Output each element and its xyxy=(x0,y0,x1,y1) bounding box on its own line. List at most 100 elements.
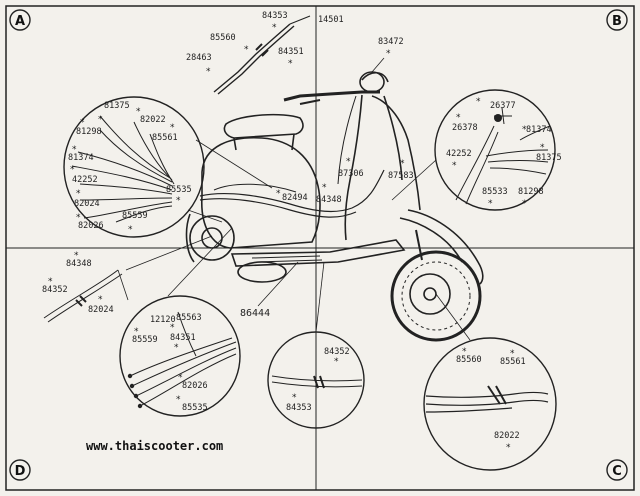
label-c-85560: 85560 xyxy=(456,355,482,365)
label-a-82026: 82026 xyxy=(78,221,104,231)
label-a-81374: 81374 xyxy=(68,153,94,163)
label-83472: 83472 xyxy=(378,37,404,47)
label-84351-top: 84351 xyxy=(278,47,304,57)
asterisk: * xyxy=(322,183,327,193)
label-dc-84351: 84351 xyxy=(170,333,196,343)
asterisk: * xyxy=(400,159,405,169)
asterisk: * xyxy=(346,157,351,167)
asterisk: * xyxy=(476,97,481,107)
detail-circle-c: 85560 * 85561 * 82022 * xyxy=(423,293,557,471)
svg-text:C: C xyxy=(612,464,622,479)
asterisk: * xyxy=(176,196,181,206)
label-87306: 87306 xyxy=(338,169,364,179)
svg-text:D: D xyxy=(15,464,26,479)
svg-text:B: B xyxy=(612,14,622,29)
label-b-81375: 81375 xyxy=(536,153,562,163)
asterisk: * xyxy=(288,59,293,69)
website-url: www.thaiscooter.com xyxy=(86,439,223,453)
detail-circle-a: 81375 * 82022 * 81298 * 85561 * 81374 * … xyxy=(63,96,273,238)
asterisk: * xyxy=(386,49,391,59)
label-a-85561: 85561 xyxy=(152,133,178,143)
detail-top-harness: 84353 * 85560 * 84351 * 28463 * xyxy=(186,11,311,95)
label-bc-84353: 84353 xyxy=(286,403,312,413)
label-b-26378: 26378 xyxy=(452,123,478,133)
asterisk: * xyxy=(170,123,175,133)
label-dc-85535: 85535 xyxy=(182,403,208,413)
asterisk: * xyxy=(452,161,457,171)
asterisk: * xyxy=(76,213,81,223)
asterisk: * xyxy=(334,357,339,367)
asterisk: * xyxy=(272,23,277,33)
asterisk: * xyxy=(48,277,53,287)
asterisk: * xyxy=(170,323,175,333)
asterisk: * xyxy=(488,199,493,209)
detail-circle-bottom-center: 84352 * 84353 * xyxy=(267,261,365,429)
top-reference-label: 14501 xyxy=(318,15,344,25)
asterisk: * xyxy=(134,327,139,337)
asterisk: * xyxy=(70,165,75,175)
label-a-81375: 81375 xyxy=(104,101,130,111)
asterisk: * xyxy=(292,393,297,403)
label-86444: 86444 xyxy=(240,308,270,319)
label-a-82024: 82024 xyxy=(74,199,100,209)
corner-marker-b: B xyxy=(606,9,628,31)
label-dc-82026: 82026 xyxy=(182,381,208,391)
asterisk: * xyxy=(206,67,211,77)
label-b-85533: 85533 xyxy=(482,187,508,197)
asterisk: * xyxy=(244,45,249,55)
svg-text:A: A xyxy=(15,14,25,29)
asterisk: * xyxy=(98,115,103,125)
label-c-82022: 82022 xyxy=(494,431,520,441)
asterisk: * xyxy=(178,373,183,383)
label-28463: 28463 xyxy=(186,53,212,63)
label-dc-85563: 85563 xyxy=(176,313,202,323)
asterisk: * xyxy=(72,145,77,155)
asterisk: * xyxy=(276,189,281,199)
label-d-82024: 82024 xyxy=(88,305,114,315)
label-a-82022: 82022 xyxy=(140,115,166,125)
asterisk: * xyxy=(522,125,527,135)
label-a-81298: 81298 xyxy=(76,127,102,137)
label-a-85559: 85559 xyxy=(122,211,148,221)
detail-circle-d: 12120 85563 * 85559 * 84351 * 82026 * 85… xyxy=(119,227,241,417)
scooter-illustration xyxy=(185,71,484,342)
label-87583: 87583 xyxy=(388,171,414,181)
detail-quadrant-d-harness: 84348 * 84352 * 82024 * xyxy=(42,235,213,323)
label-b-42252: 42252 xyxy=(446,149,472,159)
label-a-85535: 85535 xyxy=(166,185,192,195)
label-84348-main: 84348 xyxy=(316,195,342,205)
corner-marker-a: A xyxy=(9,9,31,31)
label-84353-top: 84353 xyxy=(262,11,288,21)
asterisk: * xyxy=(510,349,515,359)
label-b-81298: 81298 xyxy=(518,187,544,197)
asterisk: * xyxy=(522,199,527,209)
corner-marker-d: D xyxy=(9,459,31,481)
detail-circle-b: 26377 * 26378 * 81374 * 42252 * 81375 * … xyxy=(391,89,562,211)
label-82494: 82494 xyxy=(282,193,308,203)
corner-marker-c: C xyxy=(606,459,628,481)
label-b-81374: 81374 xyxy=(526,125,552,135)
main-harness-labels: 87306 * 87583 * 82494 * 84348 * 86444 xyxy=(240,157,414,319)
label-bc-84352: 84352 xyxy=(324,347,350,357)
asterisk: * xyxy=(176,395,181,405)
label-dc-85559: 85559 xyxy=(132,335,158,345)
label-a-42252: 42252 xyxy=(72,175,98,185)
label-d-84348: 84348 xyxy=(66,259,92,269)
asterisk: * xyxy=(98,295,103,305)
asterisk: * xyxy=(128,225,133,235)
asterisk: * xyxy=(76,189,81,199)
label-c-85561: 85561 xyxy=(500,357,526,367)
label-dc-12120: 12120 xyxy=(150,315,176,325)
asterisk: * xyxy=(74,251,79,261)
label-d-84352: 84352 xyxy=(42,285,68,295)
label-85560-top: 85560 xyxy=(210,33,236,43)
asterisk: * xyxy=(80,118,85,128)
asterisk: * xyxy=(462,347,467,357)
label-b-26377: 26377 xyxy=(490,101,516,111)
asterisk: * xyxy=(174,343,179,353)
asterisk: * xyxy=(506,443,511,453)
asterisk: * xyxy=(456,113,461,123)
asterisk: * xyxy=(540,143,545,153)
